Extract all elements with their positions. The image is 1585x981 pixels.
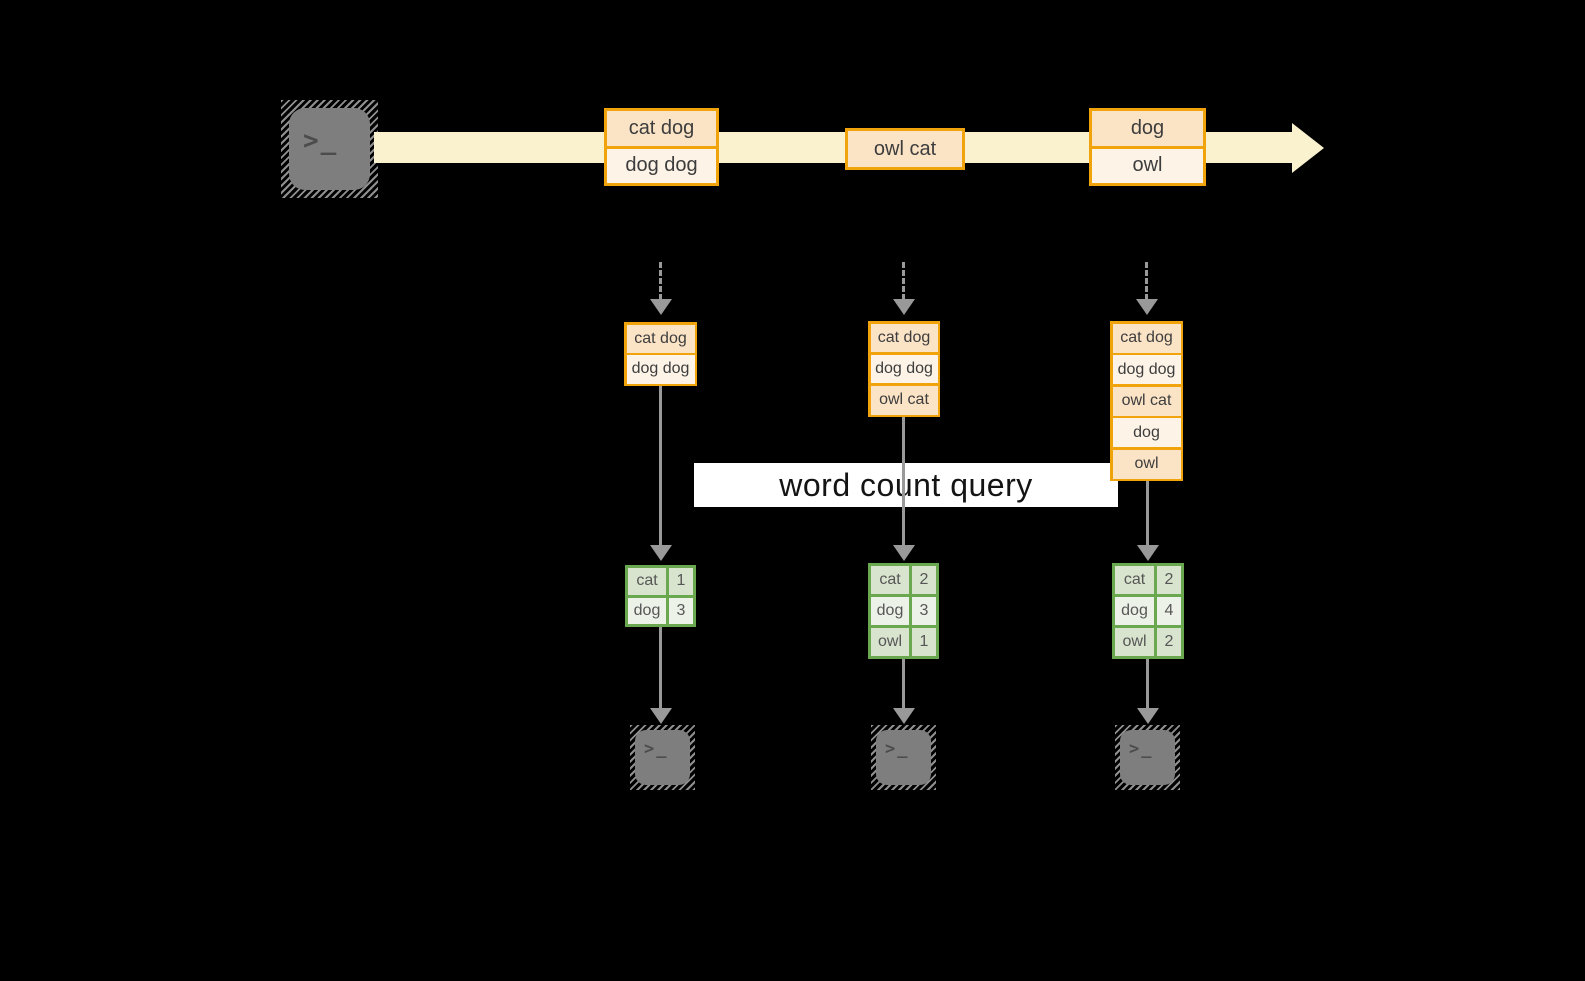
count-cell: 2 <box>1157 566 1181 594</box>
arrow-counts-to-output-3-head <box>1137 708 1159 724</box>
state-event-cell: dog <box>1112 418 1181 447</box>
word-cell: owl <box>1115 628 1154 656</box>
count-cell: 1 <box>669 568 693 595</box>
state-event-cell: dog dog <box>870 354 938 384</box>
dashed-arrow-2-head <box>893 299 915 315</box>
arrow-state-to-counts-2 <box>902 417 905 546</box>
dashed-arrow-3-head <box>1136 299 1158 315</box>
stream-event-cell: dog dog <box>607 148 716 183</box>
state-event-cell: cat dog <box>626 324 695 353</box>
terminal-prompt-glyph: >_ <box>303 126 339 156</box>
accumulated-events-box-2: cat dog dog dog owl cat <box>868 321 940 417</box>
terminal-screen: >_ <box>289 108 370 190</box>
output-terminal-icon-3: >_ <box>1115 725 1180 790</box>
arrow-counts-to-output-1 <box>659 627 662 710</box>
state-event-cell: owl cat <box>1112 386 1181 416</box>
arrow-state-to-counts-1 <box>659 386 662 546</box>
count-cell: 3 <box>669 597 693 624</box>
output-terminal-icon-2: >_ <box>871 725 936 790</box>
word-cell: dog <box>1115 597 1154 625</box>
terminal-screen: >_ <box>876 730 931 785</box>
state-event-cell: dog dog <box>626 355 695 384</box>
word-cell: cat <box>628 568 666 595</box>
arrow-counts-to-output-3 <box>1146 659 1149 710</box>
output-terminal-icon-1: >_ <box>630 725 695 790</box>
arrow-counts-to-output-1-head <box>650 708 672 724</box>
count-cell: 4 <box>1157 597 1181 625</box>
count-cell: 2 <box>912 566 936 594</box>
arrow-state-to-counts-3 <box>1146 481 1149 546</box>
arrow-state-to-counts-1-head <box>650 545 672 561</box>
state-event-cell: cat dog <box>870 323 938 353</box>
stream-event-group-2: owl cat <box>845 128 965 170</box>
accumulated-events-box-1: cat dog dog dog <box>624 322 697 386</box>
word-cell: owl <box>871 628 909 656</box>
stream-event-group-3: dog owl <box>1089 108 1206 186</box>
terminal-screen: >_ <box>635 730 690 785</box>
state-event-cell: dog dog <box>1112 355 1181 384</box>
terminal-prompt-glyph: >_ <box>1129 739 1154 759</box>
stream-event-group-1: cat dog dog dog <box>604 108 719 186</box>
dashed-arrow-1-head <box>650 299 672 315</box>
count-cell: 2 <box>1157 628 1181 656</box>
source-terminal-icon: >_ <box>281 100 378 198</box>
count-cell: 1 <box>912 628 936 656</box>
state-event-cell: owl <box>1112 449 1181 479</box>
accumulated-events-box-3: cat dog dog dog owl cat dog owl <box>1110 321 1183 481</box>
dashed-arrow-2 <box>902 262 905 300</box>
stream-event-cell: owl cat <box>848 131 962 167</box>
terminal-screen: >_ <box>1120 730 1175 785</box>
dashed-arrow-1 <box>659 262 662 300</box>
state-event-cell: cat dog <box>1112 323 1181 353</box>
word-count-table-1: cat 1 dog 3 <box>625 565 696 627</box>
arrow-counts-to-output-2 <box>902 659 905 710</box>
stream-event-cell: cat dog <box>607 111 716 146</box>
dashed-arrow-3 <box>1145 262 1148 300</box>
word-cell: dog <box>628 597 666 624</box>
word-count-table-2: cat 2 dog 3 owl 1 <box>868 563 939 659</box>
stream-event-cell: dog <box>1092 111 1203 146</box>
stream-arrow-head <box>1292 123 1324 173</box>
state-event-cell: owl cat <box>870 385 938 415</box>
terminal-prompt-glyph: >_ <box>644 739 669 759</box>
terminal-prompt-glyph: >_ <box>885 739 910 759</box>
word-count-query-label: word count query <box>694 463 1118 507</box>
arrow-state-to-counts-3-head <box>1137 545 1159 561</box>
word-cell: cat <box>871 566 909 594</box>
arrow-state-to-counts-2-head <box>893 545 915 561</box>
count-cell: 3 <box>912 597 936 625</box>
stream-event-cell: owl <box>1092 148 1203 183</box>
word-cell: dog <box>871 597 909 625</box>
word-count-table-3: cat 2 dog 4 owl 2 <box>1112 563 1184 659</box>
word-cell: cat <box>1115 566 1154 594</box>
arrow-counts-to-output-2-head <box>893 708 915 724</box>
